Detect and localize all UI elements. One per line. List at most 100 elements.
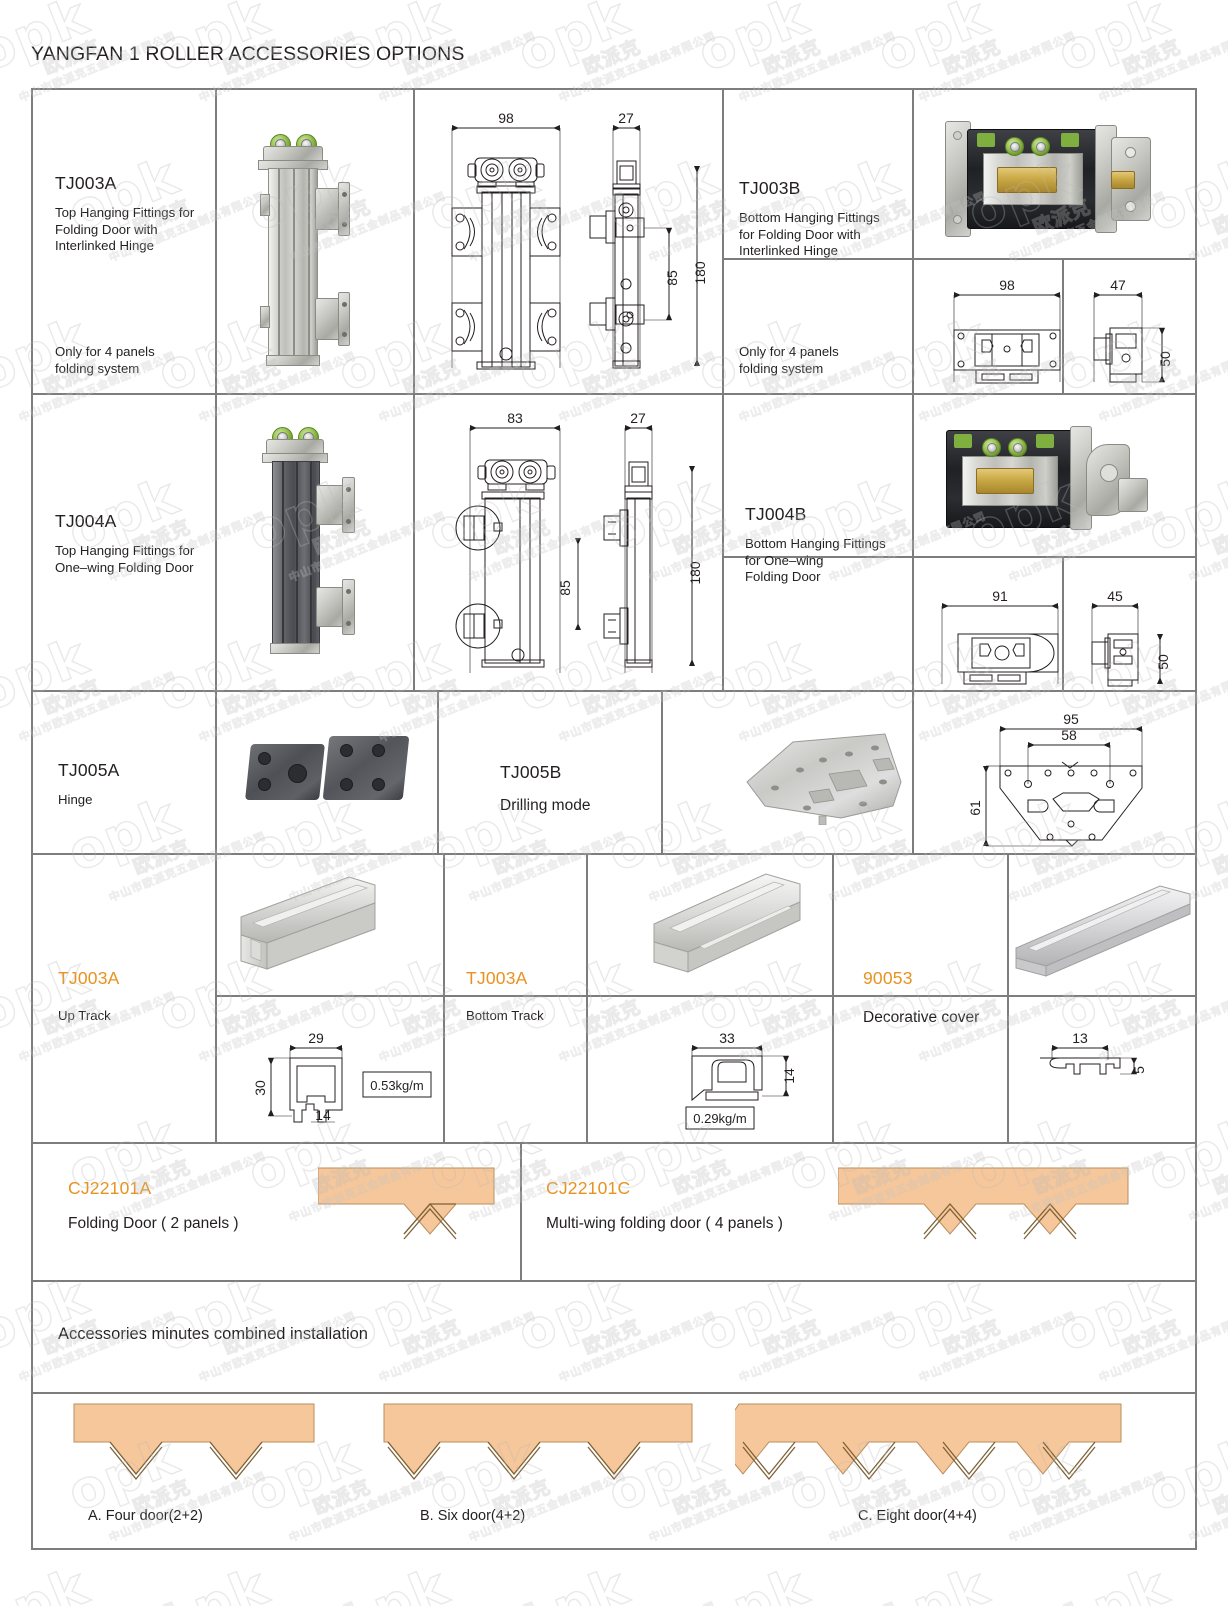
page-title: YANGFAN 1 ROLLER ACCESSORIES OPTIONS [31, 43, 465, 65]
watermark-logo: opk [1049, 0, 1178, 85]
grid-row-divider [31, 690, 1197, 692]
grid-col-divider [215, 853, 217, 1142]
product-cell-tj004b: TJ004B Bottom Hanging Fittings for One–w… [745, 504, 915, 586]
installation-label-eight-door: C. Eight door(4+4) [858, 1508, 977, 1524]
dim-label: 91 [992, 588, 1008, 604]
dim-label: 98 [999, 277, 1015, 293]
product-cell-cj22101c: CJ22101C Multi-wing folding door ( 4 pan… [546, 1178, 846, 1233]
grid-row-divider [31, 1392, 1197, 1394]
product-code: TJ003A [466, 968, 528, 988]
product-code: 90053 [863, 968, 913, 988]
product-description: Bottom Track [466, 1008, 544, 1023]
dim-label: 14 [315, 1107, 331, 1123]
grid-row-divider [31, 853, 1197, 855]
dim-label: 13 [1072, 1030, 1088, 1046]
watermark-cn-text: 欧派克 [759, 1574, 893, 1606]
door-diagram-cj22101a [318, 1160, 513, 1265]
product-photo-tj003b [935, 115, 1165, 243]
grid-col-divider [1062, 258, 1064, 393]
track-weight-label: 0.53kg/m [370, 1078, 423, 1093]
product-cell-tj005b: TJ005B Drilling mode [500, 762, 650, 815]
product-photo-tj004b [940, 418, 1155, 543]
track-weight-label: 0.29kg/m [693, 1111, 746, 1126]
grid-col-divider [912, 690, 914, 853]
dim-label: 85 [664, 270, 680, 286]
product-cell-tj003b: TJ003B Bottom Hanging Fittings for Foldi… [739, 178, 904, 260]
watermark-cn-text: 欧派克 [939, 1574, 1073, 1606]
grid-col-divider [437, 690, 439, 853]
grid-inner-divider [722, 556, 1197, 558]
grid-col-divider [413, 88, 415, 393]
grid-col-divider [586, 853, 588, 1142]
installation-diagram-eight-door [735, 1400, 1125, 1495]
product-description: Decorative cover [863, 1009, 980, 1026]
watermark-cn-text: 欧派克 [579, 1574, 713, 1606]
dim-label: 47 [1110, 277, 1126, 293]
product-description: Top Hanging Fittings for Folding Door wi… [55, 205, 195, 253]
watermark-cn-subtext: 中山市欧派克五金制品有限公司 [916, 1598, 1078, 1606]
dim-label: 95 [1063, 711, 1079, 727]
grid-row-divider [31, 1142, 1197, 1144]
watermark-cn-subtext: 中山市欧派克五金制品有限公司 [1096, 1598, 1228, 1606]
product-cell-bottom-track: TJ003A Bottom Track [466, 968, 596, 1025]
technical-drawing-up-track: 29 30 14 0.53kg/m [235, 1000, 440, 1125]
grid-row-divider [31, 1280, 1197, 1282]
product-cell-up-track: TJ003A Up Track [58, 968, 208, 1025]
watermark-cn-text: 欧派克 [1210, 515, 1228, 559]
installation-label-six-door: B. Six door(4+2) [420, 1508, 526, 1524]
dim-label: 180 [687, 561, 703, 585]
dim-label: 27 [618, 110, 634, 126]
grid-col-divider [215, 393, 217, 690]
product-cell-decorative-cover: 90053 Decorative cover [863, 968, 1023, 1027]
watermark-cn-text: 欧派克 [940, 35, 1005, 79]
product-note: Only for 4 panels folding system [739, 344, 839, 376]
watermark-cn-text: 欧派克 [580, 35, 645, 79]
grid-col-divider [1007, 853, 1009, 1142]
dim-label: 50 [1155, 654, 1171, 670]
dim-label: 58 [1061, 727, 1077, 743]
grid-col-divider [443, 853, 445, 1142]
product-description: Up Track [58, 1008, 111, 1023]
watermark-cn-subtext: 中山市欧派克五金制品有限公司 [556, 1598, 718, 1606]
technical-drawing-tj004b: 91 45 50 [920, 562, 1198, 690]
watermark-cn-subtext: 中山市欧派克五金制品有限公司 [16, 1598, 178, 1606]
product-description: Hinge [58, 792, 93, 807]
dim-label: 33 [719, 1030, 735, 1046]
product-code: TJ005A [58, 760, 120, 780]
product-photo-tj003a [252, 130, 372, 370]
watermark-cn-text: 欧派克 [760, 35, 825, 79]
grid-col-divider [722, 88, 724, 393]
watermark-cn-text: 欧派克 [1210, 1475, 1228, 1519]
product-photo-tj004a [258, 425, 378, 660]
product-cell-tj005a: TJ005A Hinge [58, 760, 208, 809]
product-cell-cj22101a: CJ22101A Folding Door ( 2 panels ) [68, 1178, 318, 1233]
grid-col-divider [520, 1142, 522, 1280]
grid-row-divider [31, 393, 1197, 395]
grid-col-divider [832, 853, 834, 1142]
product-description: Drilling mode [500, 797, 591, 814]
product-description: Bottom Hanging Fittings for Folding Door… [739, 210, 880, 258]
grid-col-divider [413, 393, 415, 690]
product-code: TJ003A [58, 968, 120, 988]
grid-inner-divider [215, 995, 1197, 997]
dim-label: 98 [498, 110, 514, 126]
watermark-cn-text: 欧派克 [1120, 35, 1185, 79]
product-photo-bottom-track [648, 868, 808, 983]
dim-label: 83 [507, 410, 523, 426]
grid-col-divider [1062, 556, 1064, 690]
watermark-cn-subtext: 中山市欧派克五金制品有限公司 [376, 1598, 538, 1606]
dim-label: 50 [1157, 351, 1173, 367]
technical-drawing-tj003a: 98 27 180 85 [420, 98, 720, 388]
product-description: Top Hanging Fittings for One–wing Foldin… [55, 543, 195, 575]
dim-label: 30 [252, 1080, 268, 1096]
dim-label: 14 [781, 1068, 797, 1084]
technical-drawing-tj003b: 98 47 50 [920, 262, 1198, 390]
product-code: TJ005B [500, 762, 562, 782]
product-note-tj003a: Only for 4 panels folding system [55, 344, 210, 377]
watermark-cn-subtext: 中山市欧派克五金制品有限公司 [196, 1598, 358, 1606]
product-description: Folding Door ( 2 panels ) [68, 1215, 239, 1232]
watermark-cn-text: 欧派克 [399, 1574, 533, 1606]
dim-label: 180 [692, 261, 708, 285]
technical-drawing-decorative-cover: 13 5 [1030, 1018, 1180, 1118]
dim-label: 85 [557, 580, 573, 596]
